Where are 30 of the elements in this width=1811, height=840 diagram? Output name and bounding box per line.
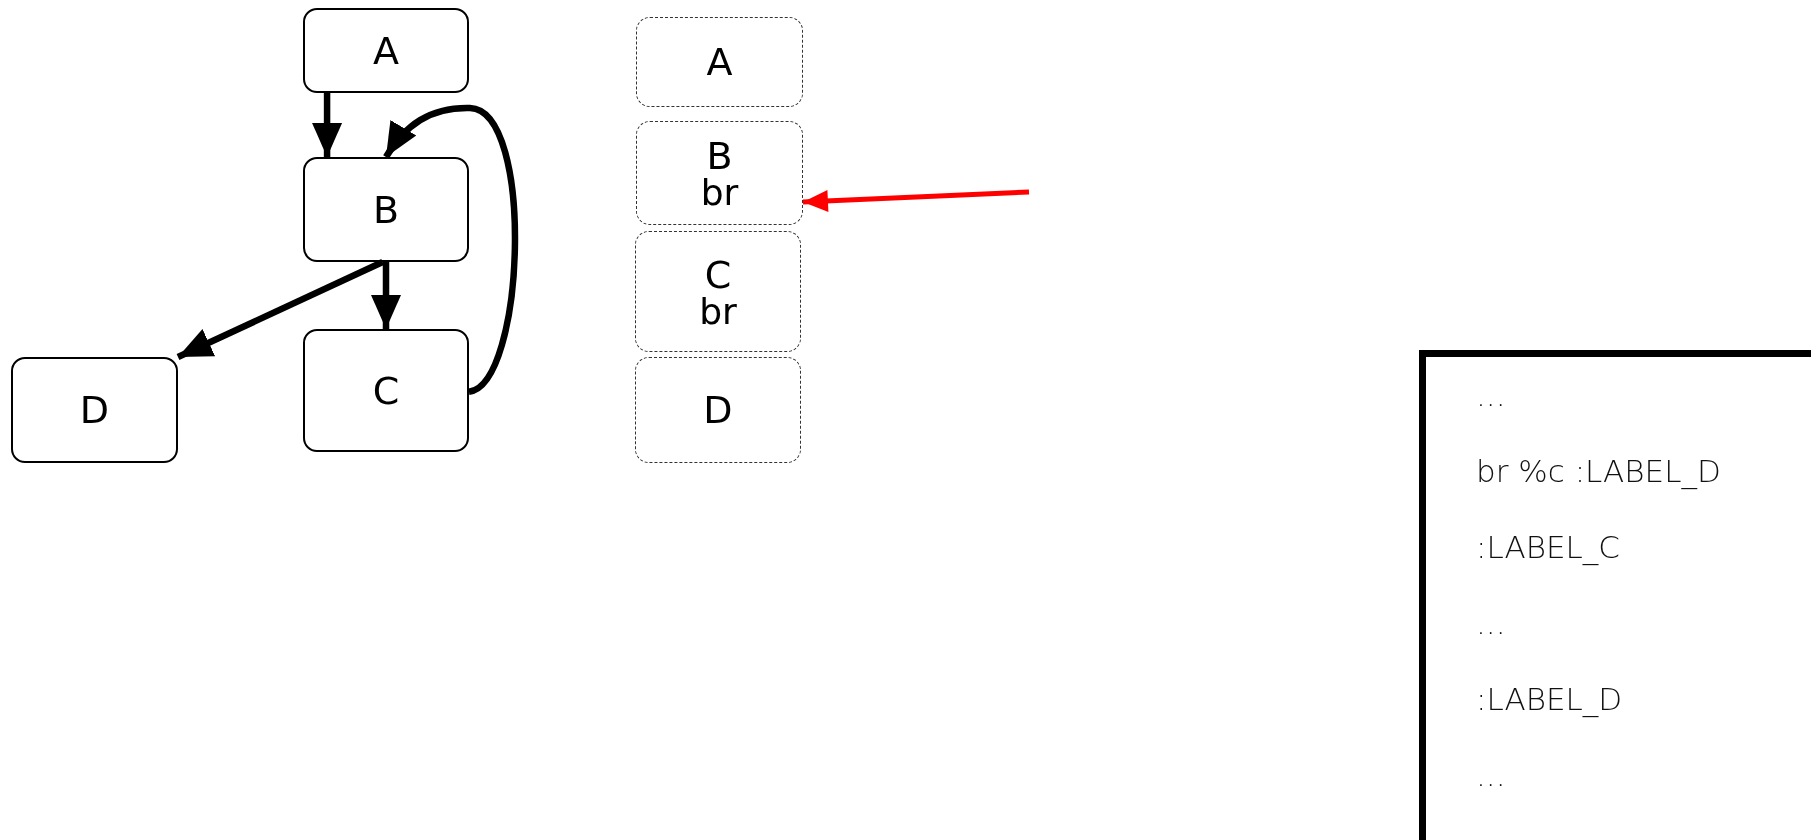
- code-line: ...: [1476, 376, 1507, 415]
- node-label: B: [372, 189, 400, 230]
- instruction-text: br: [699, 294, 737, 329]
- code-line: br %c :LABEL_D: [1476, 452, 1722, 491]
- arrow: [312, 93, 343, 157]
- graph-node-box: [303, 329, 469, 452]
- arrow: [802, 189, 1030, 212]
- code-line: ...: [1476, 604, 1507, 643]
- graph-node-box: [303, 157, 469, 262]
- code-line: :LABEL_D: [1476, 680, 1624, 719]
- dashed-block-box: [635, 231, 801, 352]
- dashed-block-box: [636, 121, 803, 225]
- node-label: C: [704, 254, 732, 295]
- node-label: D: [703, 390, 733, 430]
- dashed-block-box: [636, 17, 803, 107]
- node-label: A: [706, 42, 733, 82]
- dashed-block-box: [635, 357, 801, 463]
- node-label: A: [373, 30, 399, 71]
- node-label: D: [79, 390, 110, 430]
- instruction-text: br: [700, 176, 739, 210]
- code-line: :LABEL_C: [1476, 528, 1621, 567]
- graph-node-box: [11, 357, 178, 463]
- arrow: [176, 259, 385, 360]
- node-label: C: [372, 370, 400, 411]
- arrow: [383, 104, 519, 395]
- node-label: B: [706, 136, 733, 176]
- arrow: [371, 262, 401, 329]
- code-panel: [1419, 350, 1811, 840]
- code-line: ...: [1476, 756, 1507, 795]
- graph-node-box: [303, 8, 469, 93]
